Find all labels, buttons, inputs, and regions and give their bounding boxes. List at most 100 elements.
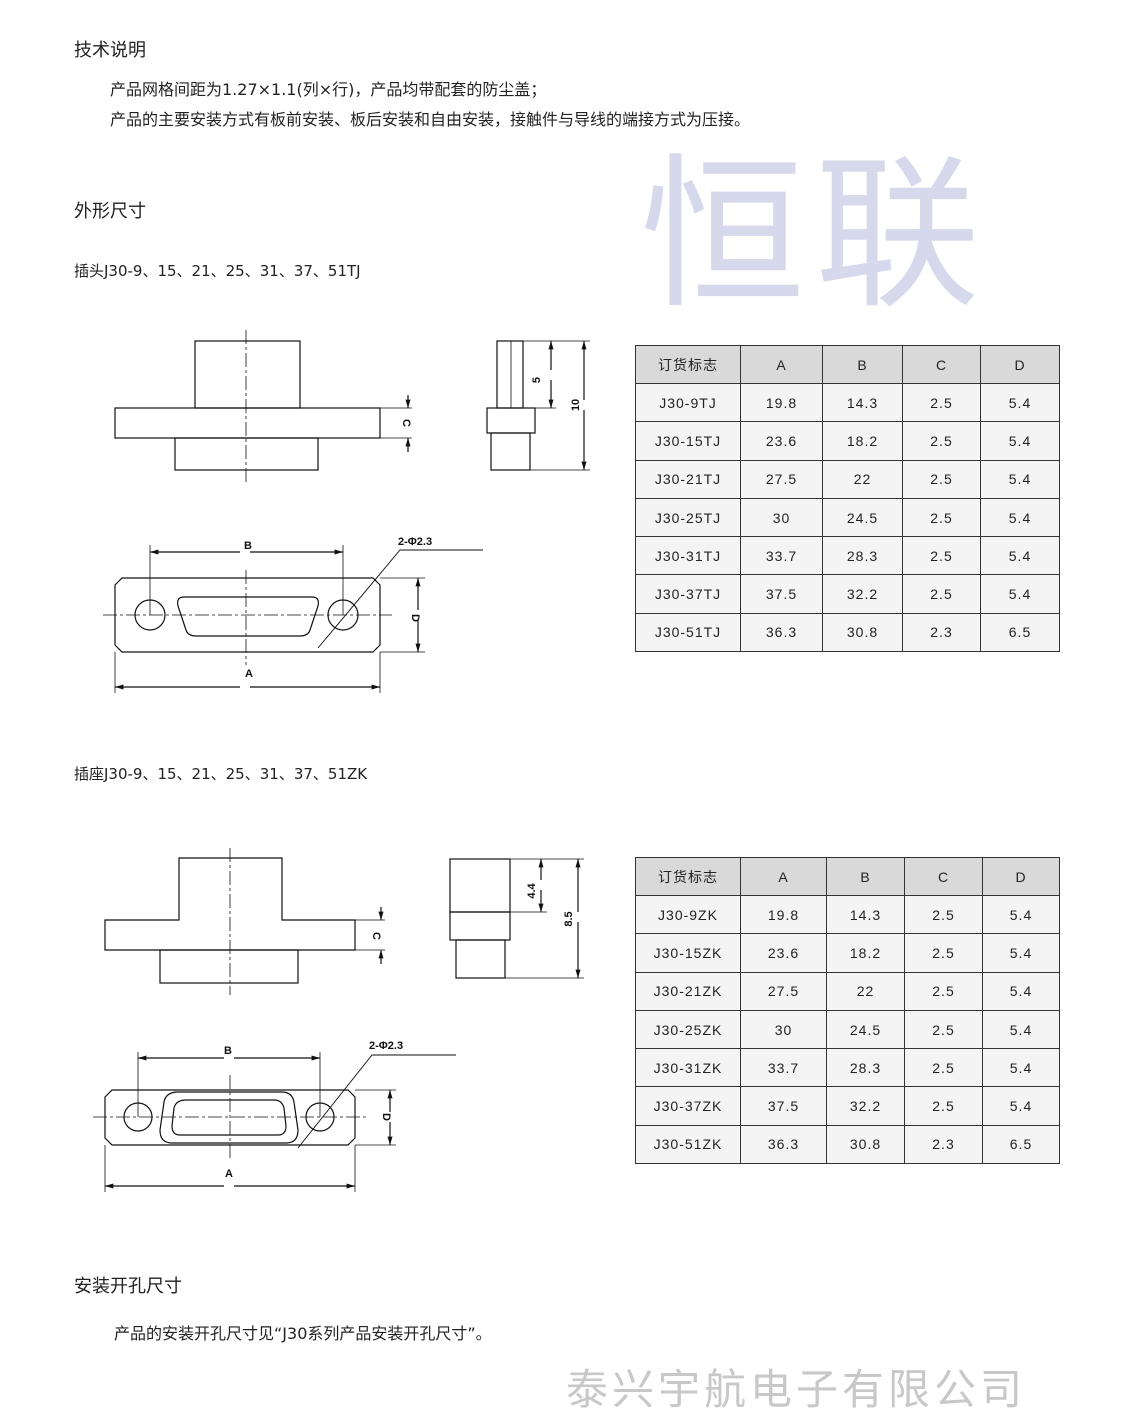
dims-heading: 外形尺寸 [74,201,146,222]
dimension-cell: 23.6 [740,421,823,461]
socket-side-view: 4.4 8.5 [449,858,584,979]
dimension-cell: 6.5 [980,612,1060,653]
order-code-cell: J30-21TJ [635,459,741,499]
dimension-cell: 2.5 [902,382,981,423]
order-code-cell: J30-9ZK [635,894,741,935]
dimension-cell: 14.3 [826,894,905,935]
dimension-cell: 24.5 [826,1009,905,1050]
dimension-cell: 19.8 [740,894,827,935]
dimension-cell: 24.5 [822,497,903,538]
dim-label-b: B [244,540,252,552]
dimension-cell: 18.2 [826,933,905,973]
header-c: C [902,345,981,384]
header-a: A [740,345,823,384]
dim-label-8-5: 8.5 [563,911,575,926]
dimension-cell: 33.7 [740,1048,827,1088]
dimension-cell: 5.4 [980,421,1060,461]
dimension-cell: 2.5 [904,971,983,1011]
dimension-cell: 5.4 [982,1086,1060,1126]
dimension-cell: 2.5 [904,933,983,973]
dim-label-5: 5 [531,377,543,383]
header-order-code: 订货标志 [635,857,741,896]
order-code-cell: J30-51TJ [635,612,741,653]
dimension-cell: 2.5 [902,497,981,538]
dimension-cell: 5.4 [982,1048,1060,1088]
mounting-heading: 安装开孔尺寸 [74,1276,182,1297]
header-d: D [980,345,1060,384]
order-code-cell: J30-31ZK [635,1048,741,1088]
dimension-cell: 2.5 [902,421,981,461]
dimension-cell: 28.3 [822,536,903,576]
dimension-cell: 5.4 [980,574,1060,614]
socket-bottom-view: B A D 2-Φ2.3 [93,1040,456,1192]
dimension-cell: 5.4 [982,933,1060,973]
dimension-cell: 5.4 [980,497,1060,538]
dimension-cell: 5.4 [982,894,1060,935]
order-code-cell: J30-21ZK [635,971,741,1011]
dimension-cell: 2.5 [902,459,981,499]
dimension-cell: 23.6 [740,933,827,973]
dimension-cell: 18.2 [822,421,903,461]
order-code-cell: J30-37ZK [635,1086,741,1126]
dimension-cell: 22 [822,459,903,499]
dimension-cell: 22 [826,971,905,1011]
plug-front-view: C [114,330,412,482]
plug-caption: 插头J30-9、15、21、25、31、37、51TJ [74,262,361,280]
socket-caption: 插座J30-9、15、21、25、31、37、51ZK [74,765,368,783]
header-d: D [982,857,1060,896]
dimension-cell: 30.8 [826,1124,905,1165]
dimension-cell: 5.4 [980,536,1060,576]
dim-label-a: A [245,668,253,680]
mounting-text: 产品的安装开孔尺寸见“J30系列产品安装开孔尺寸”。 [114,1324,492,1343]
footer-company-name: 泰兴宇航电子有限公司 [566,1365,1027,1414]
dimension-cell: 33.7 [740,536,823,576]
socket-dim-label-b: B [224,1045,232,1057]
dimension-cell: 2.3 [904,1124,983,1165]
dimension-cell: 2.5 [904,1009,983,1050]
dimension-cell: 36.3 [740,612,823,653]
dimension-cell: 30 [740,1009,827,1050]
order-code-cell: J30-51ZK [635,1124,741,1165]
dimension-cell: 28.3 [826,1048,905,1088]
order-code-cell: J30-15TJ [635,421,741,461]
order-code-cell: J30-31TJ [635,536,741,576]
dimension-cell: 32.2 [826,1086,905,1126]
header-c: C [904,857,983,896]
socket-dim-label-a: A [225,1168,233,1180]
dimension-cell: 27.5 [740,971,827,1011]
socket-hole-label: 2-Φ2.3 [369,1040,403,1052]
dimension-cell: 2.5 [904,894,983,935]
dim-label-d: D [409,614,421,622]
dimension-cell: 27.5 [740,459,823,499]
tech-line-1: 产品网格间距为1.27×1.1(列×行)，产品均带配套的防尘盖； [110,80,547,99]
dimension-cell: 5.4 [982,1009,1060,1050]
dimension-cell: 30 [740,497,823,538]
header-a: A [740,857,827,896]
dimension-cell: 2.3 [902,612,981,653]
order-code-cell: J30-25ZK [635,1009,741,1050]
socket-dim-label-d: D [380,1113,392,1121]
dimension-cell: 37.5 [740,574,823,614]
dim-label-10: 10 [570,399,582,411]
plug-bottom-view: B A D 2-Φ2.3 [103,536,483,693]
order-code-cell: J30-9TJ [635,382,741,423]
hole-label: 2-Φ2.3 [398,536,432,548]
dimension-cell: 36.3 [740,1124,827,1165]
dimension-cell: 5.4 [982,971,1060,1011]
order-code-cell: J30-37TJ [635,574,741,614]
dimension-cell: 5.4 [980,382,1060,423]
